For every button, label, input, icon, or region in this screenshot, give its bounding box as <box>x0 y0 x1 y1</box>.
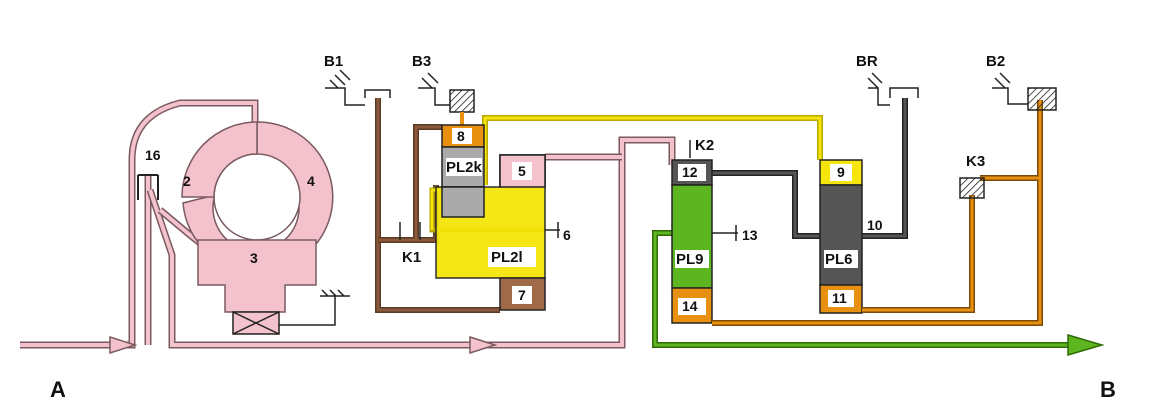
label-7: 7 <box>518 287 526 303</box>
label-b3: B3 <box>412 53 431 70</box>
brake-b3 <box>418 72 475 125</box>
gray-lines <box>689 98 908 239</box>
label-8: 8 <box>457 128 465 144</box>
box-pl6 <box>824 250 858 268</box>
pump-label-4: 4 <box>307 173 315 189</box>
label-13: 13 <box>742 227 758 243</box>
box-pl2k <box>446 158 482 176</box>
box-pl2l <box>488 247 536 267</box>
green-arrow-outlet <box>1067 333 1105 357</box>
pump-ring <box>181 121 350 335</box>
box-11 <box>828 290 854 307</box>
label-k2: K2 <box>695 137 714 154</box>
label-5: 5 <box>518 163 526 179</box>
valve-pl2 <box>435 124 560 311</box>
box-12 <box>678 164 706 181</box>
box-14 <box>678 298 706 315</box>
pink-arrow-mid <box>469 335 498 355</box>
green-lines <box>652 225 1080 348</box>
pump-label-2: 2 <box>183 173 191 189</box>
box-pl9 <box>675 250 709 268</box>
pink-arrow-inlet <box>109 335 138 355</box>
box-8 <box>452 128 472 144</box>
label-b2: B2 <box>986 53 1005 70</box>
label-11: 11 <box>832 290 847 306</box>
label-pl2k: PL2k <box>446 159 483 176</box>
label-k1: K1 <box>402 249 421 266</box>
box-7 <box>512 286 532 304</box>
label-14: 14 <box>682 298 698 314</box>
brake-b2 <box>992 72 1057 111</box>
brake-b1 <box>325 69 391 106</box>
label-9: 9 <box>837 164 845 180</box>
label-6: 6 <box>563 227 571 243</box>
box-9 <box>830 164 852 181</box>
box-5 <box>512 162 532 180</box>
label-br: BR <box>856 53 878 70</box>
label-12: 12 <box>682 164 698 180</box>
orange-lines <box>712 100 1043 326</box>
brake-br <box>867 72 919 106</box>
brake-k3 <box>959 177 985 199</box>
label-k3: K3 <box>966 153 985 170</box>
label-outlet-b: B <box>1100 377 1116 402</box>
label-b1: B1 <box>324 53 343 70</box>
label-pl2l: PL2l <box>491 249 523 266</box>
pink-lines <box>20 99 676 349</box>
valve-pl6 <box>819 159 863 314</box>
pump-label-3: 3 <box>250 250 258 266</box>
label-pl9: PL9 <box>676 251 704 268</box>
label-inlet-a: A <box>50 377 66 402</box>
valve-label-16: 16 <box>145 147 161 163</box>
label-pl6: PL6 <box>825 251 853 268</box>
label-10: 10 <box>867 217 883 233</box>
